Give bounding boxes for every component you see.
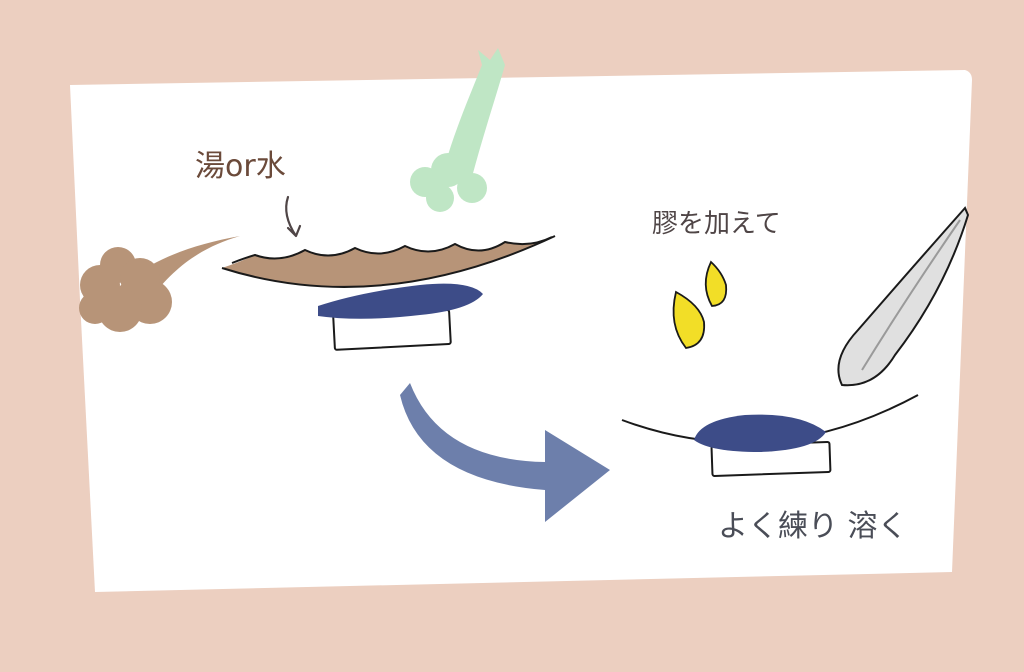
pointer-arrow-icon	[285, 195, 302, 238]
pigment-lump	[318, 283, 483, 319]
glue-bowl	[621, 394, 919, 477]
bowl-rim	[221, 235, 556, 288]
pigment-lump-2	[694, 414, 826, 452]
water-surface	[231, 236, 553, 264]
knead-label: よく練り 溶く	[718, 509, 908, 544]
glue-drop-icon	[672, 260, 728, 349]
curved-arrow-icon	[400, 383, 610, 522]
water-label: 湯or水	[195, 149, 286, 184]
smoke-icon	[79, 236, 240, 332]
water-bowl	[221, 235, 556, 351]
steam-icon	[410, 48, 505, 212]
spatula-icon	[837, 206, 970, 387]
bowl-liquid	[222, 237, 552, 288]
add-glue-label: 膠を加えて	[652, 209, 781, 239]
